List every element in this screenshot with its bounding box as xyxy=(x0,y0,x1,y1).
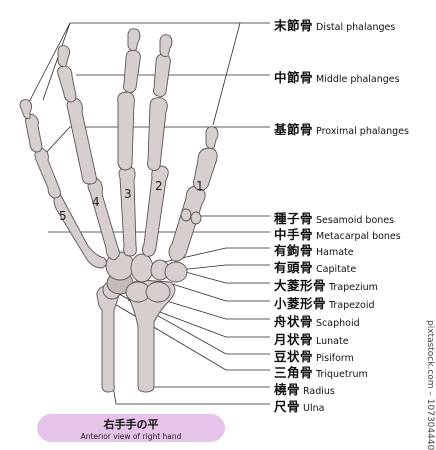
middle-phalanges xyxy=(25,49,171,153)
caption-badge: 右手手の平 Anterior view of right hand xyxy=(37,414,225,442)
ulna-bone xyxy=(96,285,121,393)
label-jp: 中手骨 xyxy=(274,227,314,242)
trapezium-bone xyxy=(164,261,188,283)
proximal-phalanx-5 xyxy=(34,147,61,199)
middle-phalanx-3 xyxy=(123,49,141,93)
sesamoid-bone-b xyxy=(190,211,202,225)
label-jp: 末節骨 xyxy=(274,18,314,33)
finger-number-2: 2 xyxy=(155,179,163,193)
leader-distal-c xyxy=(27,22,71,105)
leader-proximal xyxy=(43,126,270,156)
label-en: Sesamoid bones xyxy=(316,215,395,226)
label-en: Triquetrum xyxy=(316,369,368,380)
distal-phalanx-5 xyxy=(19,99,33,120)
label-jp: 有鉤骨 xyxy=(274,243,314,258)
middle-phalanx-2 xyxy=(153,53,171,97)
leader-trapezium xyxy=(177,269,270,284)
label-en: Pisiform xyxy=(316,353,354,364)
label-jp: 豆状骨 xyxy=(274,349,314,364)
finger-number-4: 4 xyxy=(92,195,100,209)
metacarpal-3 xyxy=(118,165,137,257)
label-jp: 尺骨 xyxy=(274,399,301,414)
sesamoid-bone-a xyxy=(180,208,192,222)
distal-phalanx-2 xyxy=(159,34,173,57)
finger-number-1: 1 xyxy=(196,179,204,193)
proximal-phalanx-2 xyxy=(147,97,168,171)
label-en: Middle phalanges xyxy=(316,74,400,85)
proximal-phalanx-4 xyxy=(66,97,97,185)
label-en: Metacarpal bones xyxy=(316,231,401,242)
finger-numbers: 1 2 3 4 5 xyxy=(59,179,204,223)
proximal-phalanx-3 xyxy=(117,91,135,171)
label-en: Lunate xyxy=(316,336,349,347)
finger-number-3: 3 xyxy=(124,187,132,201)
label-jp: 有頭骨 xyxy=(274,260,314,275)
distal-phalanges xyxy=(19,28,219,149)
capitate-bone xyxy=(130,253,154,283)
label-en: Trapezoid xyxy=(329,300,375,311)
label-jp: 橈骨 xyxy=(274,382,301,397)
label-jp: 基節骨 xyxy=(274,122,314,137)
label-en: Ulna xyxy=(303,403,325,414)
proximal-phalanges xyxy=(34,91,218,199)
label-en: Proximal phalanges xyxy=(316,126,409,137)
stock-id-watermark: pixtastock.com – 107304440 xyxy=(425,319,435,450)
leader-triquetrum xyxy=(107,299,270,371)
label-jp: 三角骨 xyxy=(274,365,314,380)
metacarpal-bones xyxy=(53,165,206,269)
middle-phalanx-4 xyxy=(57,65,77,103)
metacarpal-4 xyxy=(87,177,120,261)
label-en: Distal phalanges xyxy=(316,22,396,33)
label-en: Hamate xyxy=(316,247,354,258)
leader-trapezoid xyxy=(165,281,270,302)
proximal-phalanx-1 xyxy=(193,147,218,191)
label-jp: 舟状骨 xyxy=(274,314,314,329)
label-jp: 小菱形骨 xyxy=(274,296,327,311)
distal-phalanx-4 xyxy=(57,45,71,67)
leader-ulna xyxy=(111,379,270,405)
leader-hamate xyxy=(137,247,270,269)
caption-subtitle: Anterior view of right hand xyxy=(80,432,182,441)
label-jp: 大菱形骨 xyxy=(274,278,327,293)
label-en: Scaphoid xyxy=(316,318,360,329)
leader-scaphoid xyxy=(149,295,270,320)
finger-number-5: 5 xyxy=(59,209,67,223)
label-en: Capitate xyxy=(316,264,357,275)
label-en: Radius xyxy=(303,386,335,397)
scaphoid-bone xyxy=(145,281,171,303)
label-jp: 中節骨 xyxy=(274,70,314,85)
distal-phalanx-1 xyxy=(205,126,219,149)
caption-title: 右手手の平 xyxy=(103,418,159,431)
label-jp: 種子骨 xyxy=(274,211,314,226)
metacarpal-1 xyxy=(168,185,206,262)
radius-bone xyxy=(126,279,176,393)
leader-lunate xyxy=(127,299,270,338)
leader-distal-b xyxy=(212,22,241,126)
middle-phalanx-5 xyxy=(25,113,43,153)
label-jp: 月状骨 xyxy=(274,332,314,347)
label-en: Trapezium xyxy=(329,282,378,293)
distal-phalanx-3 xyxy=(127,28,141,51)
